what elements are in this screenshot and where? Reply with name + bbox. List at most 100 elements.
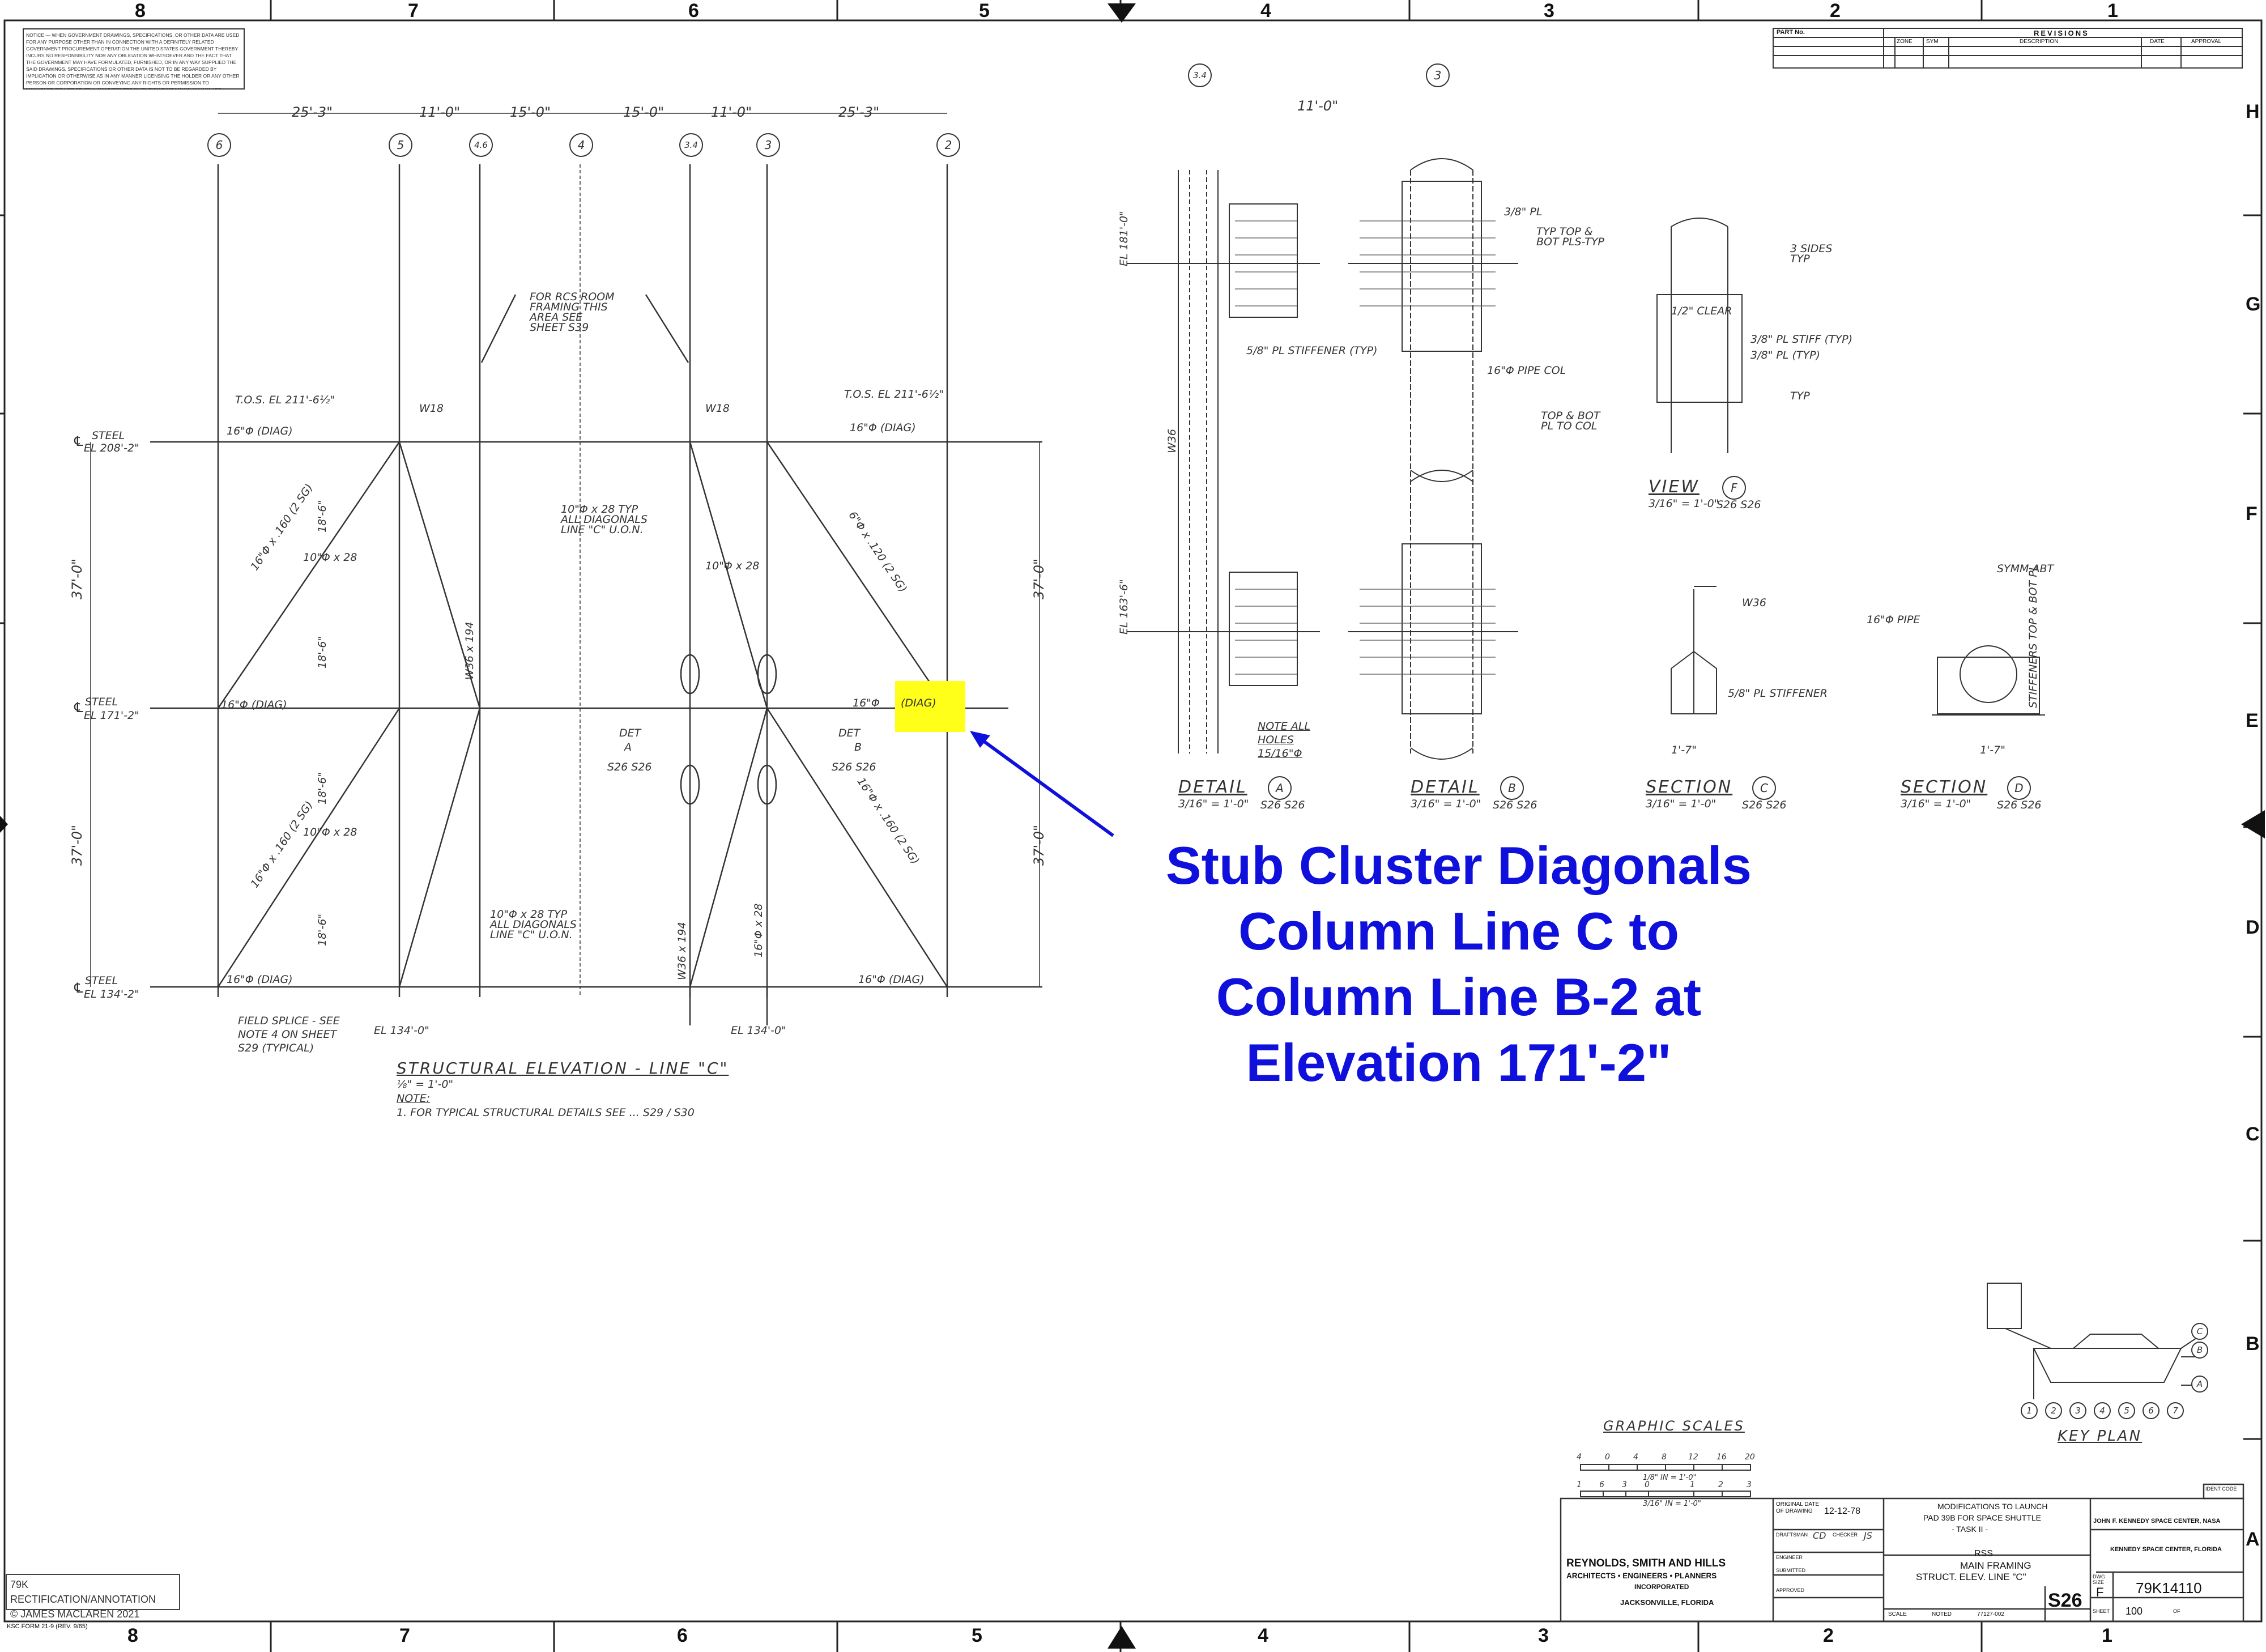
det-b-ref: S26 S26 xyxy=(832,761,876,773)
level-mid-el: EL 171'-2" xyxy=(84,709,139,722)
detail-label-2: 5/8" PL STIFFENER (TYP) xyxy=(1246,344,1378,357)
detail-label-15: 16"Φ PIPE xyxy=(1867,614,1920,626)
sheet-title-1: MAIN FRAMING xyxy=(1960,1560,2031,1571)
det-a-ref: S26 S26 xyxy=(607,761,652,773)
scale2-tick-3: 0 xyxy=(1645,1480,1650,1489)
details-geometry xyxy=(1127,158,2045,760)
scale-value: NOTED xyxy=(1932,1611,1952,1617)
member-w18-right: W18 xyxy=(705,402,730,415)
sheet-label: SHEET xyxy=(2093,1608,2110,1614)
detail-label-0: EL 181'-0" xyxy=(1118,211,1130,266)
member-mid-diag-highlighted: (DIAG) xyxy=(901,697,936,709)
small-label-1: 10"Φ x 28 xyxy=(705,560,760,572)
dim-top-0: 25'-3" xyxy=(292,104,333,120)
tos-right: T.O.S. EL 211'-6½" xyxy=(844,388,944,401)
agency-line-2: KENNEDY SPACE CENTER, FLORIDA xyxy=(2110,1546,2222,1553)
annotation-line-4: Elevation 171'-2" xyxy=(1246,1033,1672,1092)
elevation-title: STRUCTURAL ELEVATION - LINE "C" xyxy=(397,1059,729,1078)
detail-a-letter: A xyxy=(1268,776,1292,800)
side-dim-upper-right: 37'-0" xyxy=(1031,558,1047,600)
form-number: KSC FORM 21-9 (REV. 9/65) xyxy=(7,1623,88,1630)
member-mid-right: 16"Φ xyxy=(853,697,880,709)
scale2-tick-0: 1 xyxy=(1577,1480,1582,1489)
section-c-ref: S26 S26 xyxy=(1742,799,1787,811)
level-mid-label: STEEL xyxy=(85,696,118,708)
diag-highlight xyxy=(895,681,965,732)
detail-a-scale: 3/16" = 1'-0" xyxy=(1178,798,1249,810)
drawing-number: 79K14110 xyxy=(2136,1579,2202,1596)
zone-bottom-4: 4 xyxy=(1258,1625,1268,1646)
detail-label-14: 5/8" PL STIFFENER xyxy=(1728,687,1828,700)
detail-label-10: 3/8" PL (TYP) xyxy=(1750,349,1820,361)
zone-right-h: H xyxy=(2246,101,2260,122)
small-label-5: 16"Φ x 28 xyxy=(752,903,765,957)
annotation-line-3: Column Line B-2 at xyxy=(1216,967,1702,1027)
zone-top-2: 2 xyxy=(1830,0,1841,22)
small-label-4: W36 x 194 xyxy=(676,922,688,980)
detail-a-title: DETAIL xyxy=(1178,777,1247,797)
grid-bubble-3-4: 3.4 xyxy=(679,133,703,157)
drafted-value: CD xyxy=(1813,1530,1826,1541)
level-bot-label: STEEL xyxy=(85,974,118,987)
key-plan-num-1: 1 xyxy=(2021,1402,2038,1419)
view-f-letter: F xyxy=(1722,476,1746,500)
el-bottom-left: EL 134'-0" xyxy=(374,1024,429,1037)
zone-bottom-8: 8 xyxy=(127,1625,138,1646)
level-top-label: STEEL xyxy=(92,429,125,442)
zone-bottom-3: 3 xyxy=(1538,1625,1549,1646)
section-d-letter: D xyxy=(2007,776,2031,800)
scale2-tick-1: 6 xyxy=(1599,1480,1604,1489)
scale1-tick-6: 20 xyxy=(1745,1453,1755,1462)
grid-bubble-6: 6 xyxy=(207,133,231,157)
orig-date-label: ORIGINAL DATE OF DRAWING xyxy=(1776,1501,1820,1514)
firm-name: REYNOLDS, SMITH AND HILLS xyxy=(1566,1557,1726,1569)
key-plan-title: KEY PLAN xyxy=(2058,1428,2143,1445)
detail-label-4: TYP TOP & BOT PLS-TYP xyxy=(1536,225,1604,248)
view-f-title: VIEW xyxy=(1649,477,1700,497)
zone-top-1: 1 xyxy=(2107,0,2118,22)
small-label-9: 18'-6" xyxy=(316,913,329,946)
detail-label-8: 1/2" CLEAR xyxy=(1671,305,1732,317)
detail-label-19: 1'-7" xyxy=(1671,744,1697,756)
submitted-label: SUBMITTED xyxy=(1776,1568,1806,1573)
zone-top-8: 8 xyxy=(135,0,146,22)
zone-right-g: G xyxy=(2246,293,2261,315)
dim-top-2: 15'-0" xyxy=(510,104,551,120)
orig-date: 12-12-78 xyxy=(1824,1506,1861,1516)
revisions-title: REVISIONS xyxy=(2034,29,2089,37)
zone-bottom-6: 6 xyxy=(677,1625,688,1646)
detail-bubble-3: 3 xyxy=(1426,63,1450,87)
tos-left: T.O.S. EL 211'-6½" xyxy=(235,394,335,406)
member-top-left: 16"Φ (DIAG) xyxy=(227,425,293,437)
side-dim-lower-right: 37'-0" xyxy=(1031,824,1047,866)
project-line-2: PAD 39B FOR SPACE SHUTTLE xyxy=(1923,1513,2041,1522)
firm-inc: INCORPORATED xyxy=(1634,1583,1689,1591)
firm-city: JACKSONVILLE, FLORIDA xyxy=(1620,1598,1714,1607)
detail-b-scale: 3/16" = 1'-0" xyxy=(1411,798,1481,810)
zone-right-b: B xyxy=(2246,1333,2260,1355)
scale-label: SCALE xyxy=(1888,1611,1907,1617)
detail-label-18: 1'-7" xyxy=(1980,744,2005,756)
elevation-note-text: 1. FOR TYPICAL STRUCTURAL DETAILS SEE ..… xyxy=(397,1106,695,1119)
scale1-tick-0: 4 xyxy=(1577,1453,1582,1462)
detail-label-16: SYMM ABT xyxy=(1997,563,2054,575)
small-label-8: 18'-6" xyxy=(316,772,329,804)
view-f-ref: S26 S26 xyxy=(1716,499,1761,511)
scale1-label: 1/8" IN = 1'-0" xyxy=(1643,1474,1697,1482)
typ-diagonal-note-upper: 10"Φ x 28 TYP ALL DIAGONALS LINE "C" U.O… xyxy=(561,503,648,536)
zone-top-7: 7 xyxy=(408,0,419,22)
agency-line-1: JOHN F. KENNEDY SPACE CENTER, NASA xyxy=(2093,1518,2221,1525)
section-c-title: SECTION xyxy=(1646,777,1733,797)
key-plan-num-5: 5 xyxy=(2118,1402,2135,1419)
dim-top-5: 25'-3" xyxy=(838,104,880,120)
dwg-size-label: DWG SIZE xyxy=(2093,1574,2105,1585)
copyright-line-1: 79K RECTIFICATION/ANNOTATION xyxy=(10,1579,156,1605)
approved-label: APPROVED xyxy=(1776,1587,1805,1593)
key-plan-geometry xyxy=(1987,1283,2199,1399)
section-c-scale: 3/16" = 1'-0" xyxy=(1646,798,1716,810)
detail-b-ref: S26 S26 xyxy=(1493,799,1537,811)
detail-label-6: TOP & BOT PL TO COL xyxy=(1541,410,1600,432)
zone-top-3: 3 xyxy=(1544,0,1554,22)
member-mid-left: 16"Φ (DIAG) xyxy=(221,699,287,711)
zone-bottom-1: 1 xyxy=(2102,1625,2112,1646)
